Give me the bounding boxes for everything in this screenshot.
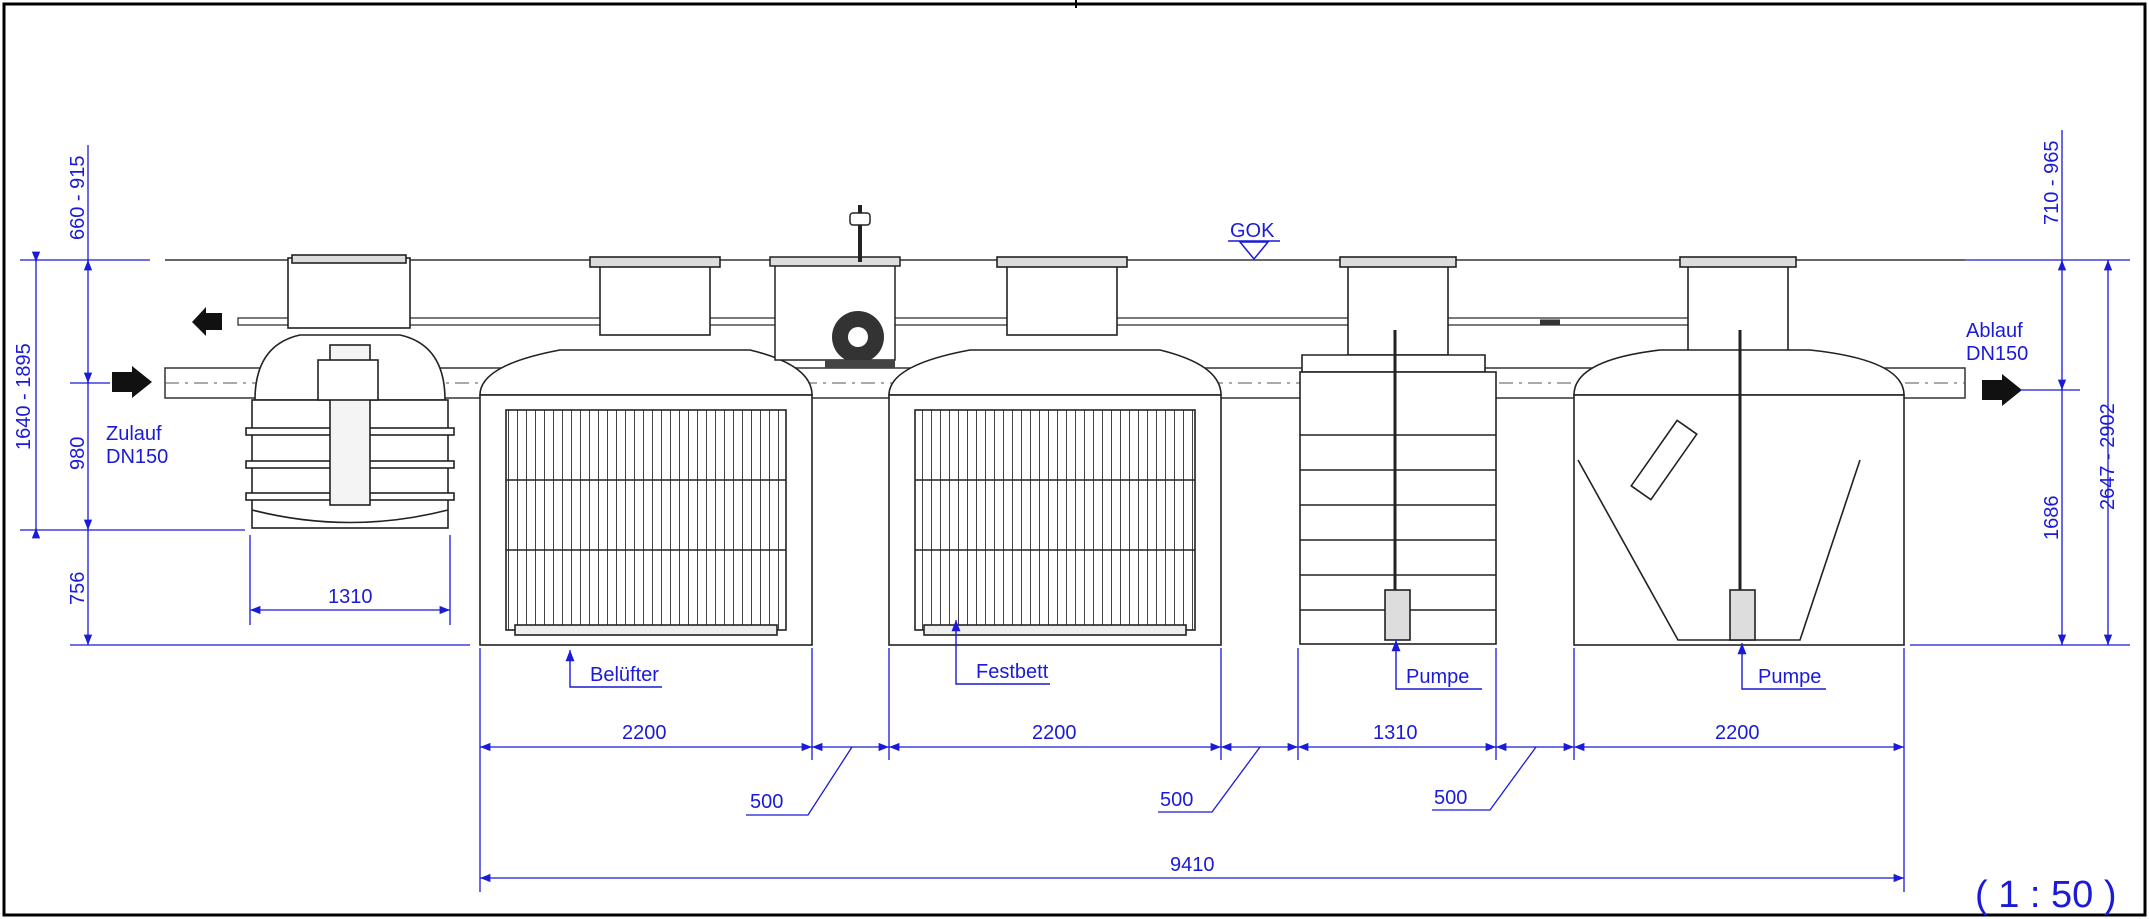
tank3-width: 1310 [1373, 722, 1418, 744]
tank0-width: 1310 [328, 586, 373, 608]
gok-label: GOK [1230, 220, 1275, 242]
fixed-bed-label: Festbett [976, 661, 1049, 683]
left-depth-range: 1640 - 1895 [13, 343, 35, 450]
scale-label: ( 1 : 50 ) [1975, 874, 2117, 916]
outlet-label-1: Ablauf [1966, 320, 2023, 342]
left-dimensions [20, 145, 470, 646]
pump-label-2: Pumpe [1758, 666, 1821, 688]
inlet-arrow-icon [112, 366, 152, 398]
horizontal-dimensions [249, 535, 1905, 892]
tank-inlet [245, 254, 455, 529]
gap3-width: 500 [1434, 787, 1467, 809]
right-cover-range: 710 - 965 [2041, 140, 2063, 225]
tank1-width: 2200 [622, 722, 667, 744]
left-pipe-depth: 980 [67, 437, 89, 470]
inlet-label-2: DN150 [106, 446, 168, 468]
tank-pump-shaft [1299, 256, 1497, 645]
water-level-icon [1238, 241, 1270, 261]
tank4-width: 2200 [1715, 722, 1760, 744]
tank-settling [1573, 256, 1905, 646]
gap1-width: 500 [750, 791, 783, 813]
right-dimensions [1910, 130, 2130, 646]
right-depth-range: 2647 - 2902 [2097, 403, 2119, 510]
tank-aeration [479, 256, 813, 646]
outlet-label-2: DN150 [1966, 343, 2028, 365]
outlet-arrow-icon [1982, 374, 2022, 406]
pump-label-1: Pumpe [1406, 666, 1469, 688]
left-bottom: 756 [67, 572, 89, 605]
return-arrow-icon [192, 307, 222, 336]
right-pipe-depth: 1686 [2041, 496, 2063, 541]
left-cover-range: 660 - 915 [67, 155, 89, 240]
gap2-width: 500 [1160, 789, 1193, 811]
aerator-label: Belüfter [590, 664, 659, 686]
total-width: 9410 [1170, 854, 1215, 876]
tank2-width: 2200 [1032, 722, 1077, 744]
blower-icon [825, 311, 895, 368]
inlet-label-1: Zulauf [106, 423, 162, 445]
air-line [237, 317, 1747, 326]
tank-fixed-bed [888, 256, 1222, 646]
